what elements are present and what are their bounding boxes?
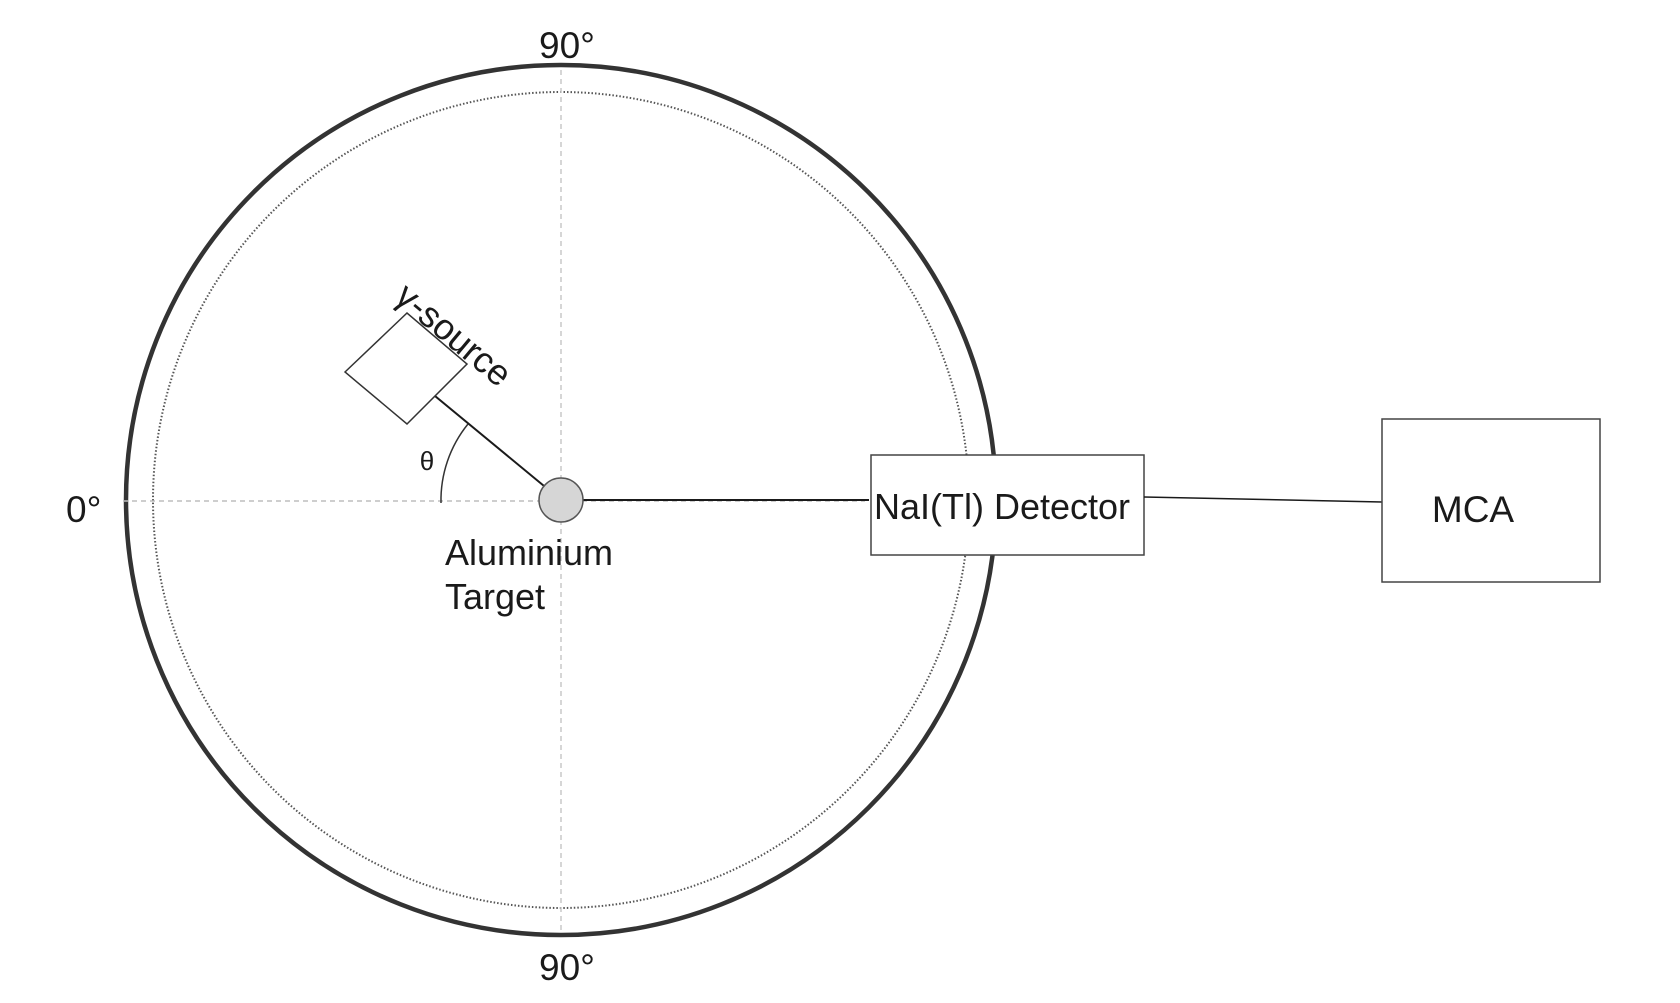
target-label-line2: Target [445,576,545,617]
angle-label-top: 90° [539,25,595,66]
target-label-line1: Aluminium [445,532,613,573]
mca-box [1381,418,1601,583]
mca-label: MCA [1432,489,1515,530]
source-beam-line [434,395,562,501]
detector-box [870,454,1145,556]
gamma-source-box [343,311,469,426]
detector-label: NaI(Tl) Detector [874,486,1130,527]
angle-label-left: 0° [66,489,101,530]
angle-label-bottom: 90° [539,947,595,988]
theta-label: θ [420,446,434,476]
aluminium-target [538,477,584,523]
theta-angle-arc [440,423,469,504]
detector-mca-cable [1143,496,1383,503]
